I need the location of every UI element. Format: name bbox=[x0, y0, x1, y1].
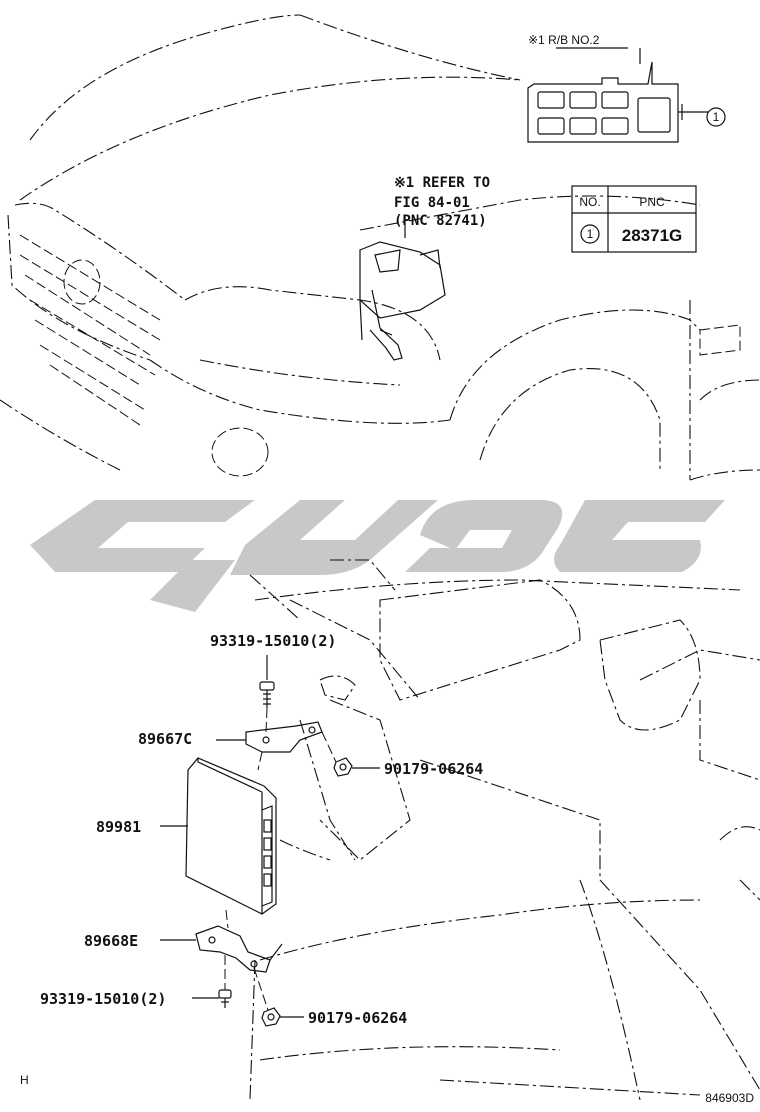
refer-note-line1: ※1 REFER TO bbox=[394, 175, 490, 191]
label-bracket-bottom: 89668E bbox=[84, 932, 138, 950]
relay-bracket-illustration bbox=[359, 215, 446, 361]
refer-note: ※1 REFER TO FIG 84-01 (PNC 82741) bbox=[394, 175, 490, 229]
bolt-bottom-icon bbox=[218, 989, 232, 1008]
relay-box-no2: ※1 R/B NO.2 1 bbox=[527, 33, 726, 143]
label-nut-bottom: 90179-06264 bbox=[308, 1009, 407, 1027]
label-bolt-bottom: 93319-15010(2) bbox=[40, 990, 166, 1008]
pnc-table-row-no: 1 bbox=[587, 227, 594, 241]
bolt-top-icon bbox=[259, 681, 275, 708]
pnc-table-header-no: NO. bbox=[579, 195, 600, 209]
part-labels: 93319-15010(2) 89667C 90179-06264 89981 … bbox=[40, 632, 483, 1027]
relay-box-label: ※1 R/B NO.2 bbox=[528, 33, 600, 47]
nut-top-icon bbox=[333, 757, 353, 777]
pnc-table: NO. PNC 1 28371G bbox=[571, 185, 697, 253]
diagram-code: 846903D bbox=[705, 1091, 754, 1105]
relay-callout-circle bbox=[706, 107, 726, 127]
footer-left-mark: H bbox=[20, 1073, 29, 1087]
label-bolt-top: 93319-15010(2) bbox=[210, 632, 336, 650]
nut-bottom-icon bbox=[261, 1007, 281, 1027]
refer-note-line2: FIG 84-01 bbox=[394, 195, 470, 211]
ecu-box-shape bbox=[185, 757, 277, 915]
watermark-logo bbox=[30, 500, 725, 612]
pnc-table-header-pnc: PNC bbox=[639, 195, 665, 209]
pnc-table-row-pnc: 28371G bbox=[622, 226, 683, 245]
label-bracket-top: 89667C bbox=[138, 730, 192, 748]
refer-note-line3: (PNC 82741) bbox=[394, 213, 487, 229]
bracket-bottom-shape bbox=[195, 925, 271, 973]
bracket-top-shape bbox=[245, 721, 323, 753]
relay-callout-number: 1 bbox=[713, 110, 720, 124]
vehicle-front-outline bbox=[0, 14, 760, 481]
label-ecu: 89981 bbox=[96, 818, 141, 836]
dashboard-outline bbox=[249, 559, 760, 1101]
label-nut-top: 90179-06264 bbox=[384, 760, 483, 778]
ecu-assembly bbox=[160, 655, 380, 1027]
